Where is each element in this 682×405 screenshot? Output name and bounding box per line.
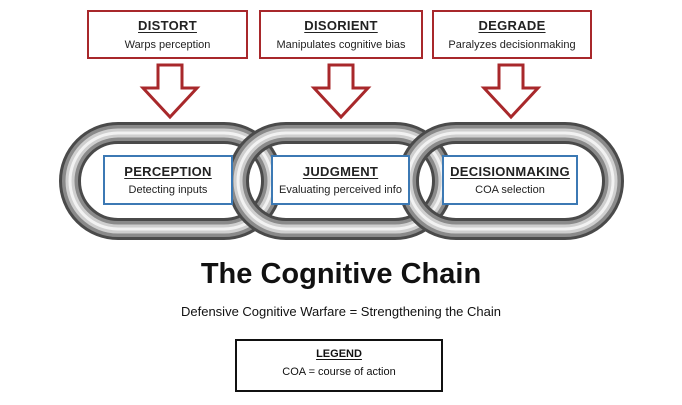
stage-box-decisionmaking: DECISIONMAKING COA selection: [442, 155, 578, 205]
diagram-title: The Cognitive Chain: [200, 258, 482, 290]
threat-box-disorient: DISORIENT Manipulates cognitive bias: [259, 10, 423, 59]
threat-subtitle: Paralyzes decisionmaking: [448, 39, 576, 51]
stage-subtitle: Evaluating perceived info: [279, 184, 402, 196]
down-arrow-icon: [310, 63, 372, 120]
stage-box-judgment: JUDGMENT Evaluating perceived info: [271, 155, 410, 205]
stage-box-perception: PERCEPTION Detecting inputs: [103, 155, 233, 205]
arrows: [139, 63, 542, 120]
threat-title: DISTORT: [138, 18, 197, 33]
threat-title: DEGRADE: [478, 18, 546, 33]
diagram-subtitle: Defensive Cognitive Warfare = Strengthen…: [180, 304, 501, 319]
legend-box: LEGEND COA = course of action: [235, 339, 443, 392]
legend-title: LEGEND: [316, 348, 362, 360]
stage-subtitle: Detecting inputs: [128, 184, 208, 196]
stage-title: PERCEPTION: [124, 164, 212, 179]
threat-box-degrade: DEGRADE Paralyzes decisionmaking: [432, 10, 592, 59]
down-arrow-icon: [480, 63, 542, 120]
threat-box-distort: DISTORT Warps perception: [87, 10, 248, 59]
threat-subtitle: Manipulates cognitive bias: [276, 39, 406, 51]
down-arrow-icon: [139, 63, 201, 120]
threat-subtitle: Warps perception: [124, 39, 211, 51]
stage-title: DECISIONMAKING: [450, 164, 570, 179]
threat-title: DISORIENT: [304, 18, 378, 33]
stage-title: JUDGMENT: [302, 164, 379, 179]
stage-subtitle: COA selection: [475, 184, 545, 196]
legend-text: COA = course of action: [282, 366, 396, 378]
